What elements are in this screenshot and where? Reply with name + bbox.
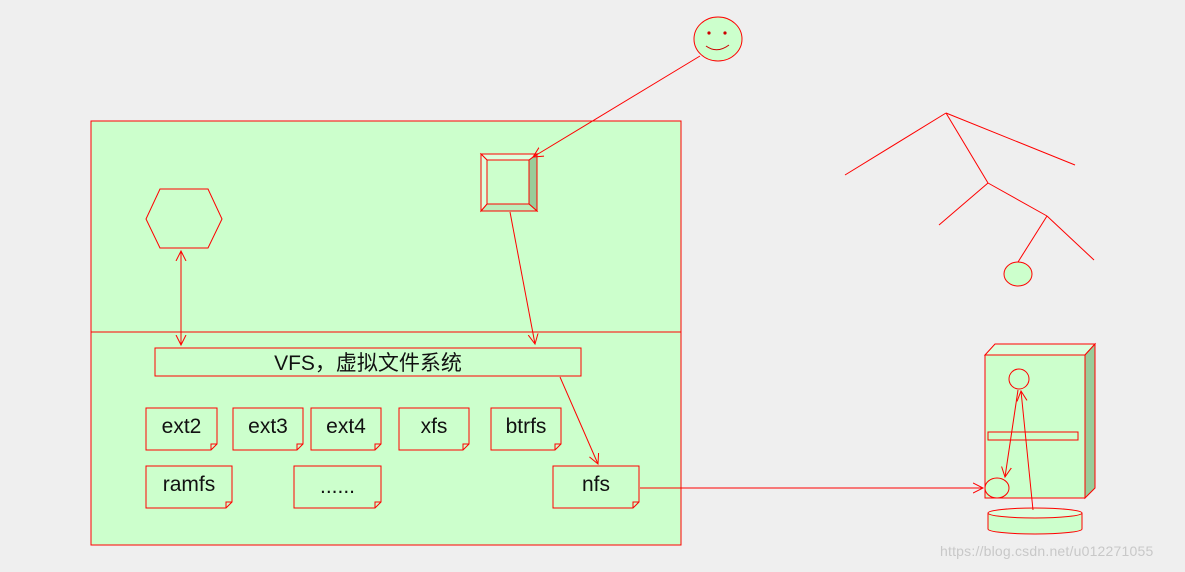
fs-note-ramfs [145,465,233,509]
user-smiley-icon [693,16,743,62]
fs-note-btrfs [490,407,562,451]
arrow-user-to-cube [533,55,701,157]
watermark-text: https://blog.csdn.net/u012271055 [940,543,1154,559]
vfs-box [154,347,582,377]
application-hexagon-icon [145,188,223,249]
fs-note-nfs [552,465,640,509]
arrow-cube-to-vfs [509,211,535,344]
fs-note-more [293,465,382,509]
application-cube-icon [479,152,539,213]
fs-note-ext3 [232,407,304,451]
arrow-server-internal-up [1021,391,1034,511]
fs-note-xfs [398,407,470,451]
arrow-vfs-to-nfs [559,376,598,464]
remote-server-icon [983,342,1097,535]
fs-note-ext2 [145,407,218,451]
fs-note-ext4 [310,407,382,451]
directory-tree-icon [844,112,1095,287]
arrow-server-internal-down [1005,389,1019,477]
